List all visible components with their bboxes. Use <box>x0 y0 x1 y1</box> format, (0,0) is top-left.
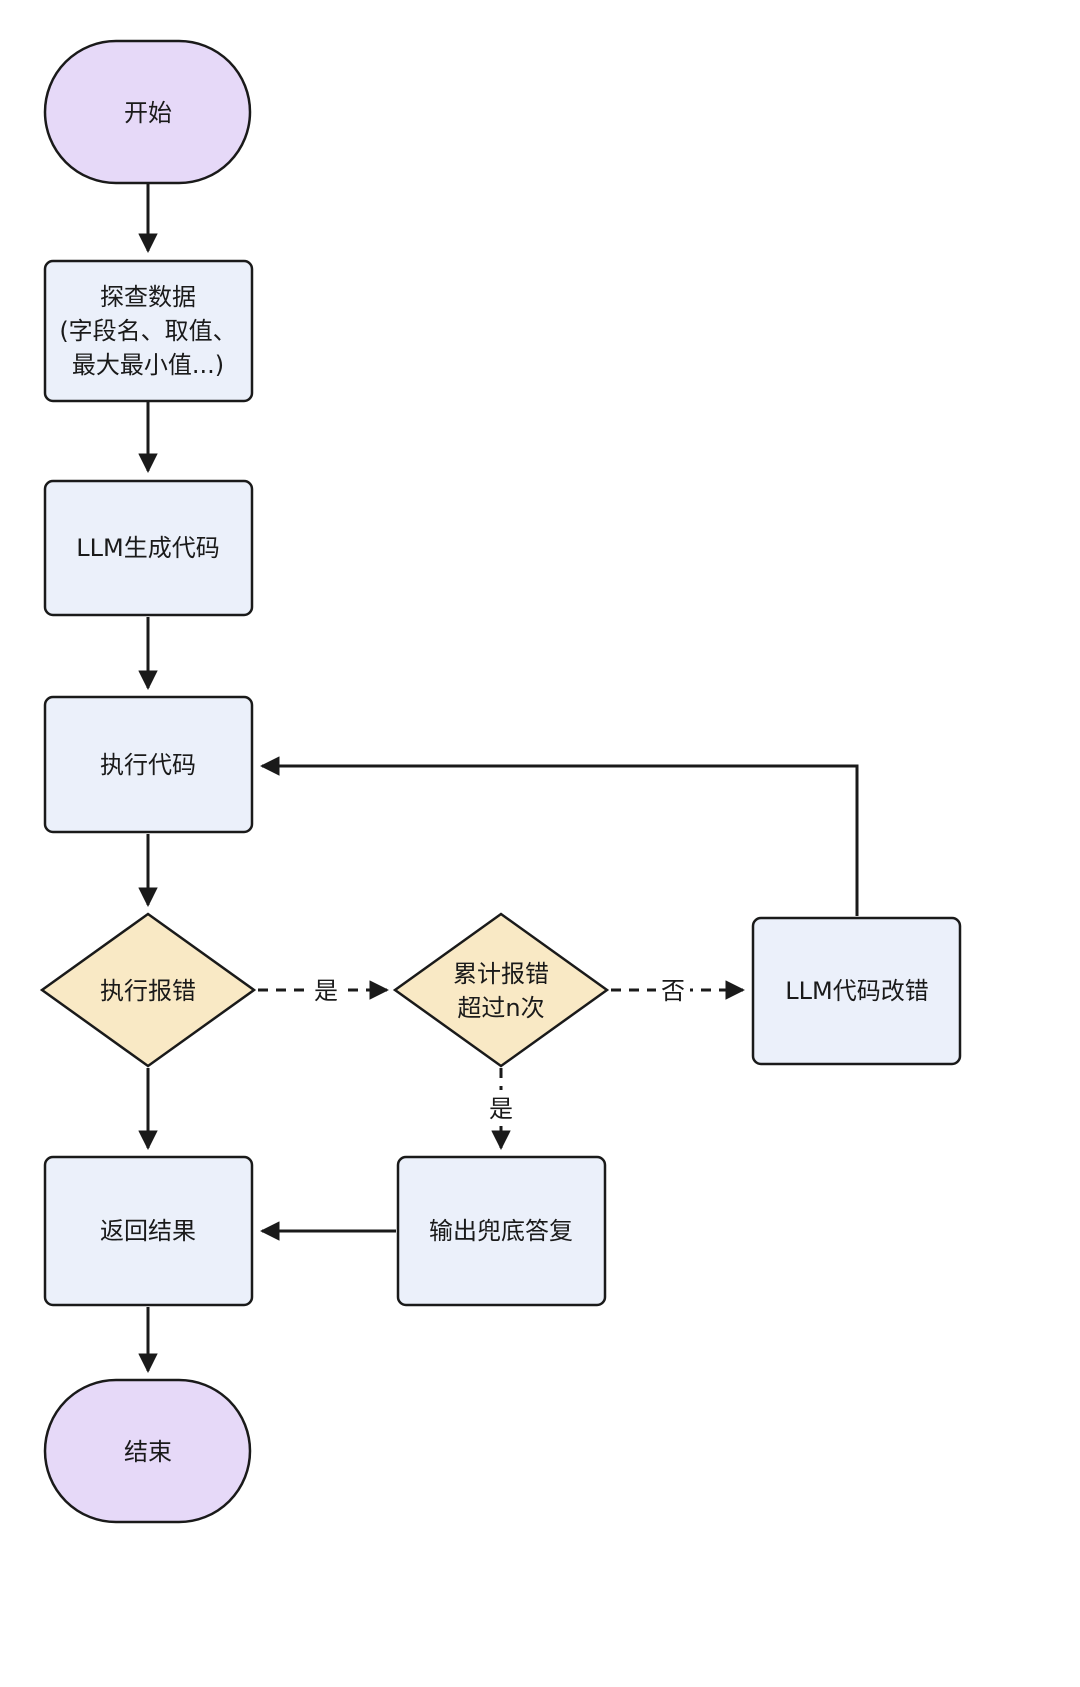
node-retry-limit-decision: 累计报错 超过n次 <box>392 912 610 1068</box>
edge-label-bg <box>656 972 690 1008</box>
fallback-label: 输出兜底答复 <box>429 1217 573 1245</box>
edges <box>138 184 859 1373</box>
fix-process-shape <box>751 916 962 1066</box>
node-execute-error-decision: 执行报错 <box>39 912 257 1068</box>
explore-process-shape <box>43 259 254 403</box>
edge-label-bg <box>309 972 343 1008</box>
edge-labels: 是 否 是 <box>309 972 690 1126</box>
node-llm-fix-code: LLM代码改错 <box>751 916 962 1066</box>
fallback-process-shape <box>396 1155 607 1307</box>
node-explore-data: 探查数据 (字段名、取值、 最大最小值...) <box>43 259 254 403</box>
end-terminal-shape <box>43 1378 252 1524</box>
node-return-result: 返回结果 <box>43 1155 254 1307</box>
error-decision-label: 执行报错 <box>100 977 196 1005</box>
edge-label-error-yes: 是 <box>314 977 338 1005</box>
node-fallback-answer: 输出兜底答复 <box>396 1155 607 1307</box>
explore-label-line1: 探查数据 <box>100 283 196 311</box>
generate-process-shape <box>43 479 254 617</box>
result-label: 返回结果 <box>100 1217 196 1245</box>
error-decision-shape <box>39 912 257 1068</box>
explore-label-line3: 最大最小值...) <box>72 351 224 379</box>
edge-label-bg <box>484 1090 518 1126</box>
generate-label: LLM生成代码 <box>76 534 219 562</box>
result-process-shape <box>43 1155 254 1307</box>
execute-label: 执行代码 <box>100 751 196 779</box>
edge-fix-execute-loop <box>260 756 859 916</box>
execute-process-shape <box>43 695 254 834</box>
node-llm-generate-code: LLM生成代码 <box>43 479 254 617</box>
end-label: 结束 <box>124 1438 172 1466</box>
node-start: 开始 <box>43 39 252 185</box>
retry-decision-label-line1: 累计报错 <box>453 960 549 988</box>
start-label: 开始 <box>124 99 172 127</box>
node-execute-code: 执行代码 <box>43 695 254 834</box>
fix-label: LLM代码改错 <box>785 977 928 1005</box>
retry-decision-label-line2: 超过n次 <box>457 994 544 1022</box>
edge-label-retry-no: 否 <box>661 977 685 1005</box>
edge-label-retry-yes: 是 <box>489 1095 513 1123</box>
retry-decision-shape <box>392 912 610 1068</box>
start-terminal-shape <box>43 39 252 185</box>
explore-label-line2: (字段名、取值、 <box>59 317 236 345</box>
node-end: 结束 <box>43 1378 252 1524</box>
